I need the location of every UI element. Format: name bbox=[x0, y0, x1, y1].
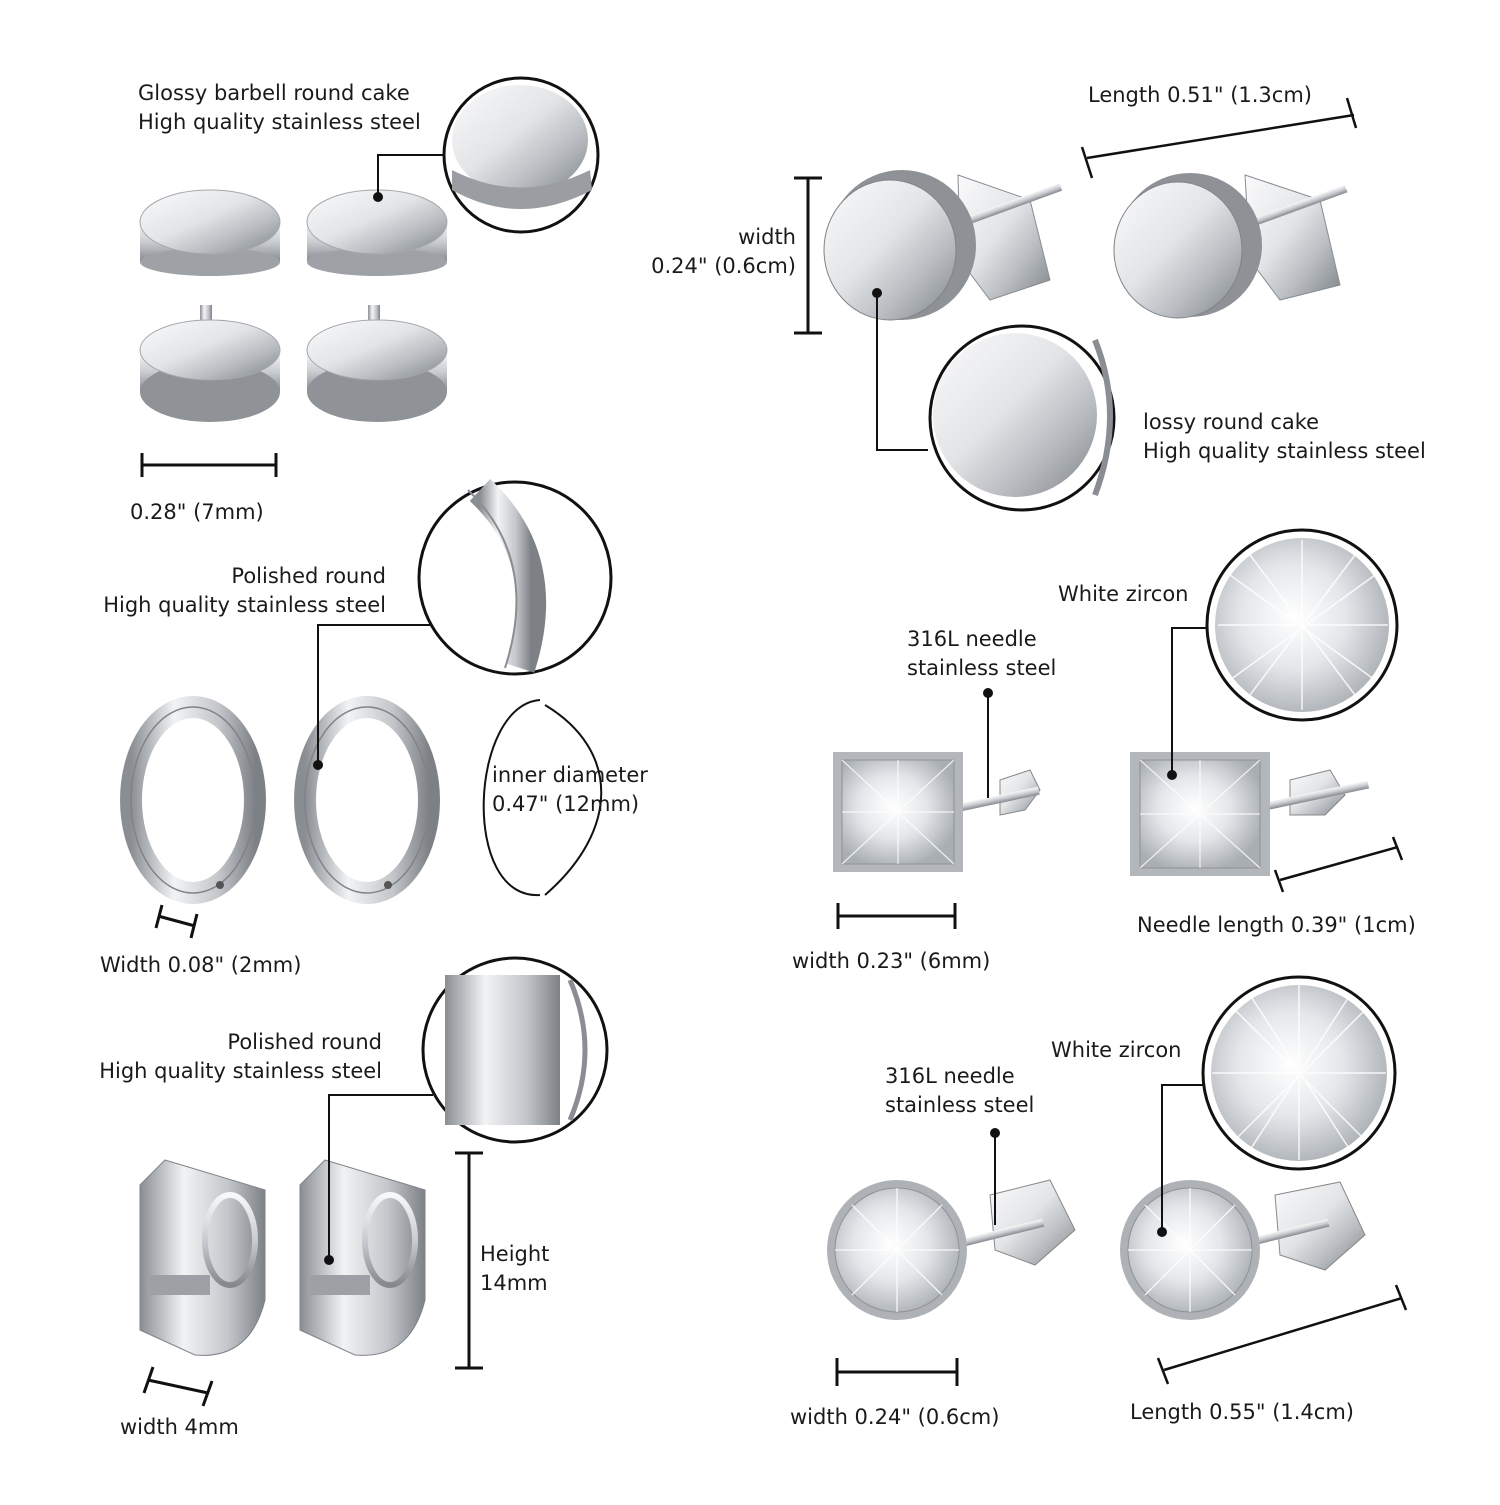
round-stud-zircon-label: White zircon bbox=[1051, 1038, 1182, 1062]
round-stud-width-dimension bbox=[835, 1358, 959, 1386]
hoop-inner-diameter-arc bbox=[482, 699, 603, 897]
round-stud-length-label: Length 0.55" (1.4cm) bbox=[1130, 1400, 1354, 1424]
barbell-earring-right bbox=[306, 189, 448, 422]
barbell-callout-leader bbox=[377, 154, 444, 197]
flat-stud-width-dimension bbox=[794, 176, 822, 335]
huggie-callout-text-2: High quality stainless steel bbox=[99, 1059, 382, 1083]
callout-dot bbox=[1167, 770, 1177, 780]
hoop-callout-text-2: High quality stainless steel bbox=[103, 593, 386, 617]
barbell-callout-text-2: High quality stainless steel bbox=[138, 110, 421, 134]
huggie-callout-leader bbox=[328, 1094, 433, 1260]
square-stud-width-dimension bbox=[836, 903, 957, 929]
barbell-callout-text-1: Glossy barbell round cake bbox=[138, 81, 410, 105]
callout-dot bbox=[983, 688, 993, 698]
barbell-earring-left bbox=[139, 189, 281, 422]
hoop-callout-leader bbox=[317, 624, 430, 765]
huggie-callout-text-1: Polished round bbox=[227, 1030, 382, 1054]
round-stud-width-label: width 0.24" (0.6cm) bbox=[790, 1405, 1000, 1429]
flat-stud-callout-leader bbox=[876, 293, 928, 451]
square-stud-earring-right bbox=[1130, 752, 1370, 876]
barbell-width-dimension bbox=[140, 453, 278, 477]
huggie-width-dimension bbox=[142, 1366, 214, 1407]
callout-dot bbox=[324, 1255, 334, 1265]
huggie-height-label: Height bbox=[480, 1242, 550, 1266]
hoop-earring-left bbox=[120, 696, 266, 904]
square-stud-needle-dimension bbox=[1273, 836, 1404, 893]
hoop-earring-right bbox=[294, 696, 440, 904]
square-stud-needle-text-1: 316L needle bbox=[907, 627, 1037, 651]
flat-stud-earring-right bbox=[1113, 173, 1348, 319]
hoop-inner-diameter-value: 0.47" (12mm) bbox=[492, 792, 640, 816]
hoop-width-dimension bbox=[154, 904, 199, 939]
flat-stud-callout-text-1: lossy round cake bbox=[1143, 410, 1320, 434]
round-stud-needle-text-1: 316L needle bbox=[885, 1064, 1015, 1088]
square-stud-needle-length-label: Needle length 0.39" (1cm) bbox=[1137, 913, 1416, 937]
callout-dot bbox=[1157, 1227, 1167, 1237]
square-stud-zircon-label: White zircon bbox=[1058, 582, 1189, 606]
flat-stud-zoom-circle bbox=[928, 324, 1116, 512]
hoop-inner-diameter-label: inner diameter bbox=[492, 763, 648, 787]
callout-dot bbox=[872, 288, 882, 298]
huggie-height-dimension bbox=[455, 1151, 483, 1370]
round-stud-earring-right bbox=[1120, 1180, 1366, 1320]
flat-stud-length-label: Length 0.51" (1.3cm) bbox=[1088, 83, 1312, 107]
round-stud-length-dimension bbox=[1156, 1284, 1408, 1385]
square-stud-leaders bbox=[987, 627, 1208, 798]
huggie-height-value: 14mm bbox=[480, 1271, 548, 1295]
square-stud-needle-text-2: stainless steel bbox=[907, 656, 1057, 680]
round-stud-needle-text-2: stainless steel bbox=[885, 1093, 1035, 1117]
round-stud-zoom-circle bbox=[1201, 975, 1397, 1171]
huggie-earring-right bbox=[299, 1159, 426, 1356]
huggie-zoom-circle bbox=[421, 956, 609, 1144]
huggie-earring-left bbox=[139, 1159, 266, 1356]
flat-stud-width-value: 0.24" (0.6cm) bbox=[651, 254, 796, 278]
hoop-callout-text-1: Polished round bbox=[231, 564, 386, 588]
round-stud-earring-left bbox=[827, 1179, 1076, 1320]
square-stud-earring-left bbox=[833, 752, 1041, 872]
huggie-width-label: width 4mm bbox=[120, 1415, 239, 1439]
round-stud-leaders bbox=[994, 1084, 1205, 1232]
hoop-width-label: Width 0.08" (2mm) bbox=[100, 953, 302, 977]
barbell-zoom-circle bbox=[442, 76, 600, 234]
flat-stud-length-dimension bbox=[1080, 97, 1358, 179]
flat-stud-width-label: width bbox=[738, 225, 796, 249]
callout-dot bbox=[990, 1128, 1000, 1138]
callout-dot bbox=[373, 192, 383, 202]
flat-stud-earring-left bbox=[823, 170, 1063, 321]
barbell-width-label: 0.28" (7mm) bbox=[130, 500, 264, 524]
square-stud-width-label: width 0.23" (6mm) bbox=[792, 949, 991, 973]
square-stud-zoom-circle bbox=[1205, 528, 1399, 722]
flat-stud-callout-text-2: High quality stainless steel bbox=[1143, 439, 1426, 463]
callout-dot bbox=[313, 760, 323, 770]
hoop-zoom-circle bbox=[417, 479, 613, 676]
